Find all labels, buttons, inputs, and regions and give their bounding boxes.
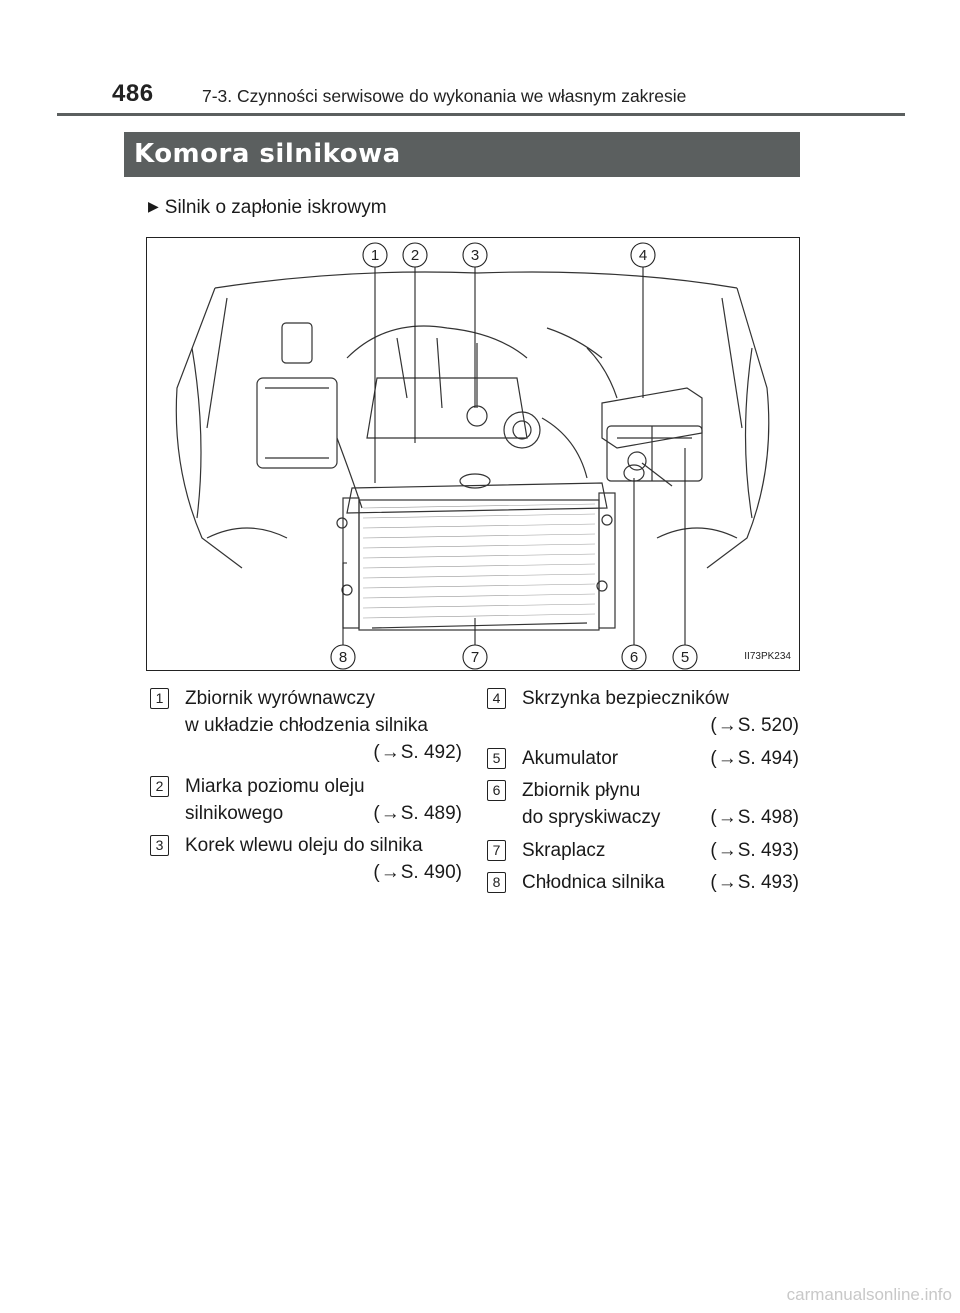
callout-1-circle xyxy=(362,242,388,268)
callout-leaders xyxy=(342,267,686,648)
legend-item-7: 7 Skraplacz (→S. 493) xyxy=(487,837,802,865)
callout-7-circle xyxy=(462,644,488,670)
callout-3-circle xyxy=(462,242,488,268)
arrow-right-icon: → xyxy=(717,715,737,736)
legend-item-4: 4 Skrzynka bezpieczników (→S. 520) xyxy=(487,685,802,741)
legend-item-text: Akumulator xyxy=(522,748,619,769)
page-reference: (→S. 490) xyxy=(373,859,462,886)
callout-6: 6 xyxy=(630,649,638,666)
watermark: carmanualsonline.info xyxy=(786,1285,952,1304)
legend-item-text: Zbiornik wyrównawczy xyxy=(185,688,376,709)
page-reference: (→S. 489) xyxy=(373,800,462,827)
legend-badge: 3 xyxy=(150,835,169,856)
page-reference: (→S. 498) xyxy=(710,804,799,831)
legend-item-5: 5 Akumulator (→S. 494) xyxy=(487,745,802,773)
legend-badge: 8 xyxy=(487,872,506,893)
arrow-right-icon: → xyxy=(717,748,737,769)
legend-item-text: Zbiornik płynu xyxy=(522,780,641,801)
callout-4: 4 xyxy=(639,247,647,264)
page-reference: (→S. 492) xyxy=(373,739,462,766)
callout-5: 5 xyxy=(681,649,689,666)
legend-item-text: Skraplacz xyxy=(522,840,606,861)
legend-badge: 6 xyxy=(487,780,506,801)
legend-item-text: silnikowego xyxy=(185,803,284,824)
legend-badge: 2 xyxy=(150,776,169,797)
arrow-right-icon: → xyxy=(717,840,737,861)
arrow-right-icon: → xyxy=(717,807,737,828)
legend-item-text: do spryskiwaczy xyxy=(522,807,661,828)
sub-heading: ▶ Silnik o zapłonie iskrowym xyxy=(148,197,387,219)
page-reference: (→S. 520) xyxy=(710,712,799,739)
page-reference: (→S. 493) xyxy=(710,837,799,864)
callout-4-circle xyxy=(630,242,656,268)
legend-item-text: Miarka poziomu oleju xyxy=(185,776,365,797)
arrow-right-icon: → xyxy=(380,803,400,824)
callout-8-circle xyxy=(330,644,356,670)
page-number: 486 xyxy=(112,80,154,107)
legend-item-1: 1 Zbiornik wyrównawczy w układzie chłodz… xyxy=(150,685,465,769)
legend-badge: 4 xyxy=(487,688,506,709)
legend-item-text: Skrzynka bezpieczników xyxy=(522,688,729,709)
figure-code: II73PK234 xyxy=(744,651,791,662)
header-rule xyxy=(57,113,905,116)
callout-8: 8 xyxy=(339,649,347,666)
engine-bay-illustration: 1 2 3 4 5 6 7 8 xyxy=(175,242,770,670)
legend-item-text: w układzie chłodzenia silnika xyxy=(185,715,428,736)
legend-badge: 1 xyxy=(150,688,169,709)
chapter-title: 7-3. Czynności serwisowe do wykonania we… xyxy=(202,86,687,106)
legend-item-6: 6 Zbiornik płynu do spryskiwaczy (→S. 49… xyxy=(487,777,802,833)
legend-item-8: 8 Chłodnica silnika (→S. 493) xyxy=(487,869,802,897)
page-header: 486 7-3. Czynności serwisowe do wykonani… xyxy=(0,0,960,120)
callout-2: 2 xyxy=(411,247,419,264)
legend-badge: 5 xyxy=(487,748,506,769)
callout-5-circle xyxy=(672,644,698,670)
page-reference: (→S. 493) xyxy=(710,869,799,896)
engine-bay-figure: 1 2 3 4 5 6 7 8 II73PK234 xyxy=(146,237,800,671)
arrow-right-icon: → xyxy=(717,872,737,893)
callout-6-circle xyxy=(621,644,647,670)
sub-heading-text: Silnik o zapłonie iskrowym xyxy=(164,197,387,218)
callout-3: 3 xyxy=(471,247,479,264)
legend-item-text: Korek wlewu oleju do silnika xyxy=(185,835,423,856)
section-band: Komora silnikowa xyxy=(124,132,800,177)
callout-7: 7 xyxy=(471,649,479,666)
arrow-right-icon: → xyxy=(380,742,400,763)
callout-1: 1 xyxy=(371,247,379,264)
callout-labels: 1 2 3 4 5 6 7 8 xyxy=(330,242,698,670)
page-reference: (→S. 494) xyxy=(710,745,799,772)
triangle-bullet-icon: ▶ xyxy=(148,198,159,214)
legend-badge: 7 xyxy=(487,840,506,861)
arrow-right-icon: → xyxy=(380,862,400,883)
legend-item-3: 3 Korek wlewu oleju do silnika (→S. 490) xyxy=(150,832,465,888)
section-title: Komora silnikowa xyxy=(134,139,401,169)
legend-item-text: Chłodnica silnika xyxy=(522,872,665,893)
callout-2-circle xyxy=(402,242,428,268)
legend-item-2: 2 Miarka poziomu oleju silnikowego (→S. … xyxy=(150,773,465,829)
